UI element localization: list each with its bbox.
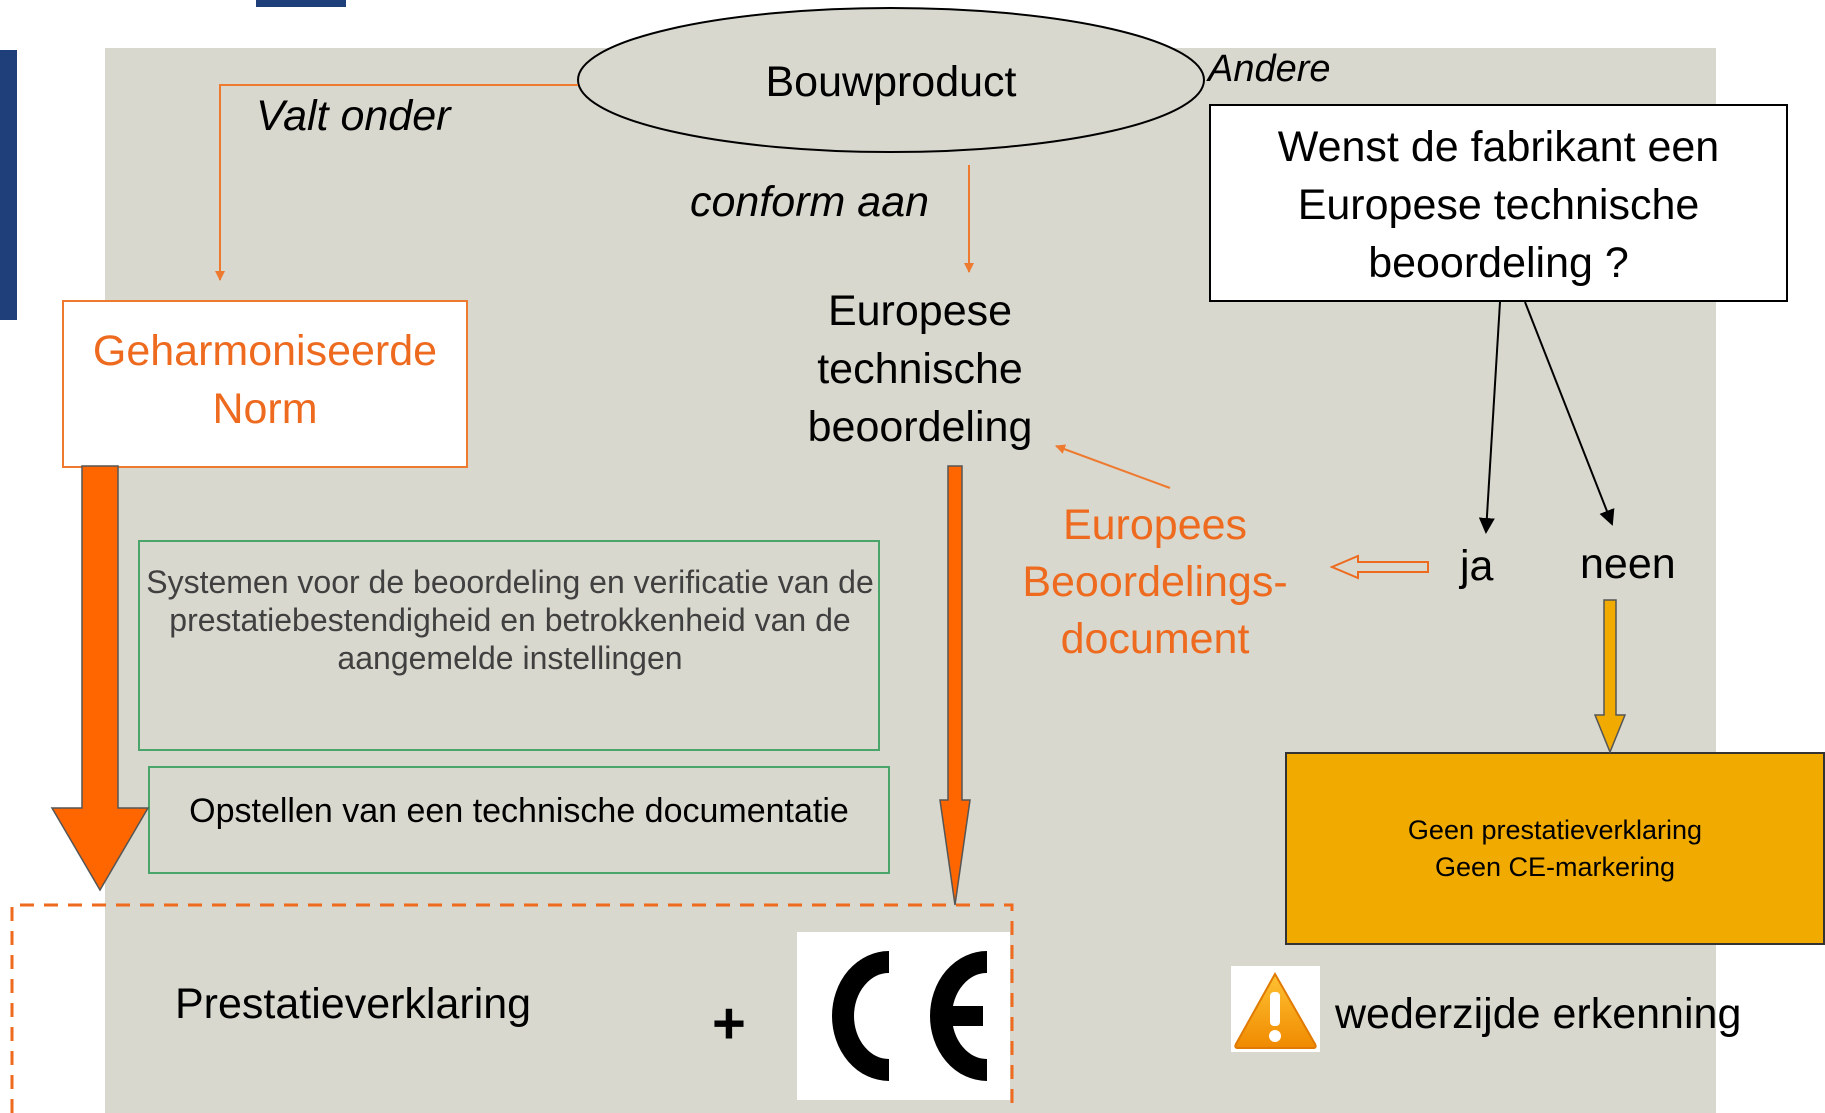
norm-block-arrow <box>50 465 150 892</box>
no-ce-marking-line: Geen CE-markering <box>1434 852 1676 882</box>
eta-block-arrow <box>939 465 971 906</box>
eta-label: Europese technische beoordeling <box>807 287 1033 451</box>
question-label: Wenst de fabrikant een Europese technisc… <box>1277 123 1720 287</box>
warning-icon <box>1231 966 1320 1052</box>
technical-documentation-box <box>148 766 890 874</box>
no-declaration-box <box>1285 752 1825 945</box>
ja-to-ead-arrow <box>1329 554 1429 580</box>
conform-aan-label: conform aan <box>690 178 930 226</box>
valt-onder-label: Valt onder <box>256 92 451 140</box>
slide-accent-bar <box>0 50 17 320</box>
question-box <box>1209 104 1788 302</box>
neen-label: neen <box>1580 540 1676 588</box>
question-to-neen-arrow <box>1524 301 1615 526</box>
no-declaration-line: Geen prestatieverklaring <box>1407 815 1703 845</box>
andere-label: Andere <box>1208 48 1331 90</box>
systems-label: Systemen voor de beoordeling en verifica… <box>146 564 874 676</box>
harmonised-norm-box <box>62 300 468 468</box>
systems-box <box>138 540 880 751</box>
valt-onder-connector <box>215 84 578 281</box>
output-dashed-frame <box>10 903 1014 1113</box>
slide-title-fragment <box>256 0 346 7</box>
ead-label: Europees Beoordelings-document <box>1022 501 1288 663</box>
harmonised-norm-label: Geharmoniseerde Norm <box>92 327 438 433</box>
plus-sign: + <box>712 991 746 1056</box>
no-declaration-label: Geen prestatieverklaring Geen CE-markeri… <box>1285 812 1825 886</box>
ce-marking-icon <box>797 932 1010 1100</box>
ead-to-eta-arrow <box>1055 444 1171 489</box>
declaration-of-performance-label: Prestatieverklaring <box>175 980 532 1028</box>
mutual-recognition-label: wederzijde erkenning <box>1335 990 1742 1038</box>
bouwproduct-label: Bouwproduct <box>765 58 1017 106</box>
ja-label: ja <box>1460 542 1494 590</box>
bouwproduct-ellipse <box>577 7 1205 153</box>
technical-documentation-label: Opstellen van een technische documentati… <box>189 792 849 830</box>
question-to-ja-arrow <box>1478 301 1501 534</box>
neen-to-result-arrow <box>1593 599 1627 754</box>
